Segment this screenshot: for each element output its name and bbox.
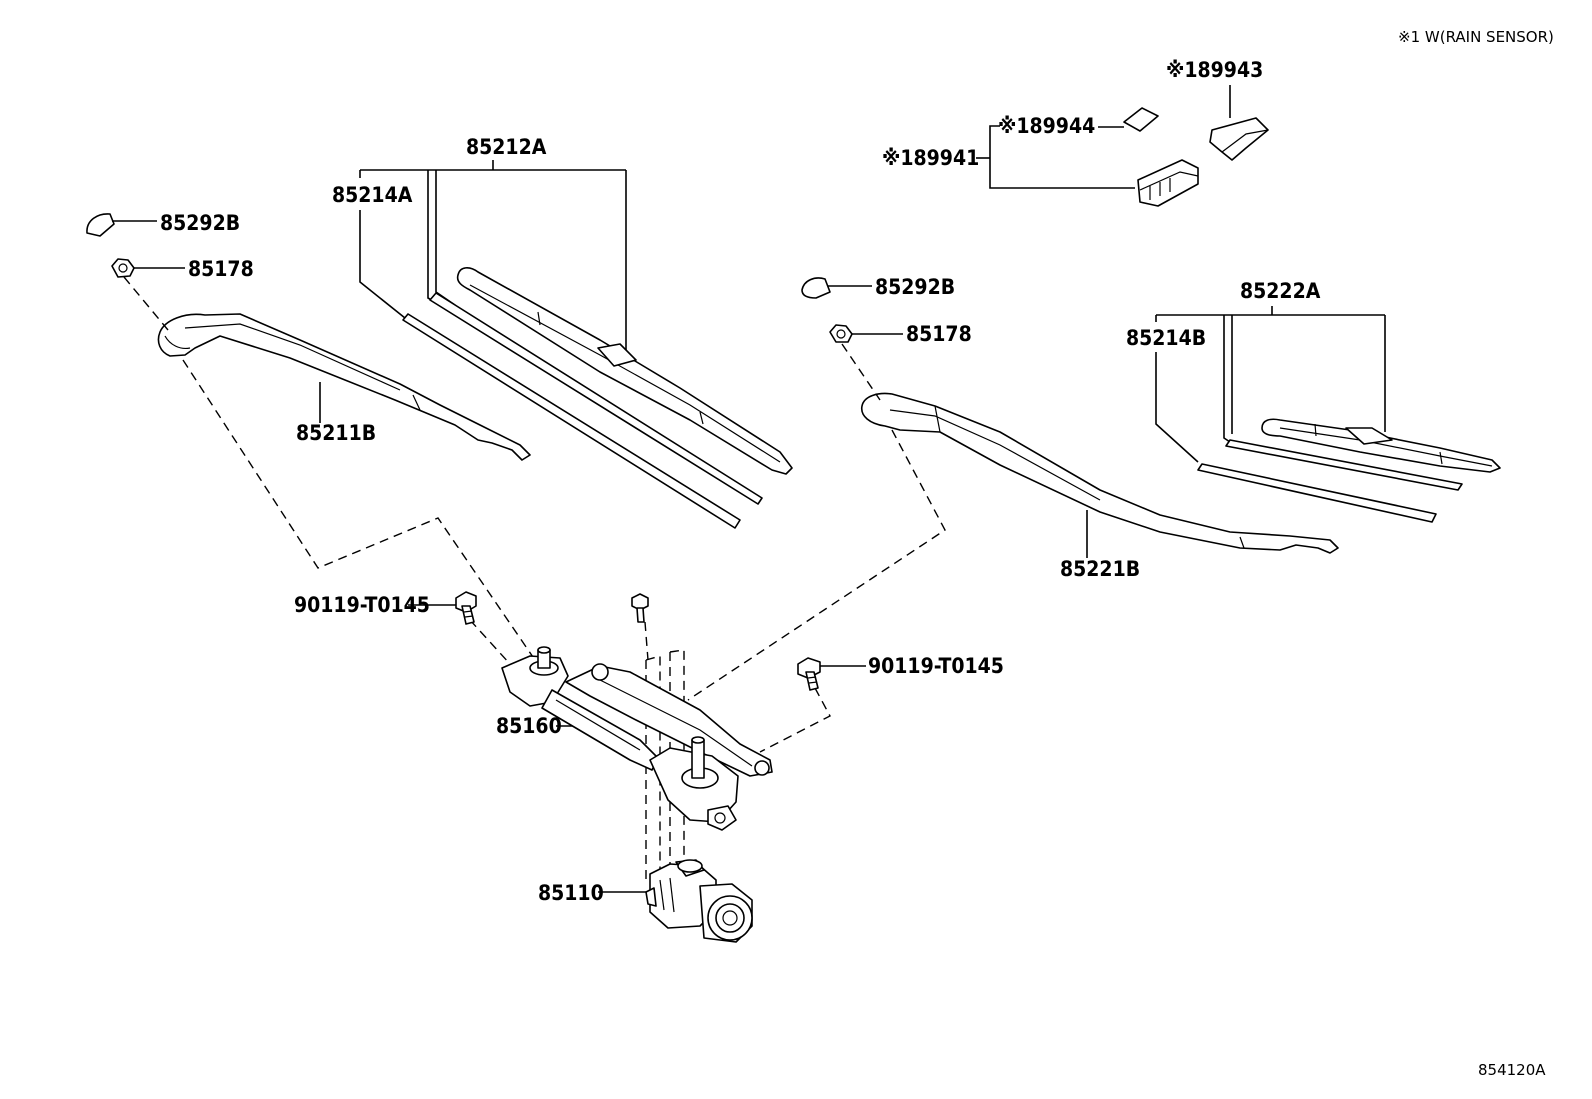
rain-sensor-group: ※189943 ※189944 ※189941 [882,58,1269,207]
right-wiper-blade [1261,418,1501,473]
left-cap-and-nut: 85292B 85178 [86,211,254,281]
wiper-motor: 85110 [538,859,753,943]
wiper-link-assembly: 85160 [496,646,773,831]
label-85178-right: 85178 [906,322,972,346]
label-85211B: 85211B [296,421,376,445]
figure-code: 854120A [1478,1061,1546,1079]
left-blade-rubber [402,313,741,529]
right-blade-frame [1225,439,1463,491]
label-85214A: 85214A [332,183,413,207]
label-89943: ※189943 [1166,58,1263,82]
label-85292B-right: 85292B [875,275,955,299]
left-wiper-arm: 85211B [157,313,531,461]
label-85160: 85160 [496,714,562,738]
rain-sensor-gel-pad [1123,107,1159,132]
label-89944: ※189944 [998,114,1095,138]
label-85178-left: 85178 [188,257,254,281]
right-wiper-arm: 85221B [860,392,1339,581]
right-blade-group: 85222A 85214B [1126,279,1501,523]
rain-sensor-unit [1137,159,1199,207]
right-pivot-nut [829,324,853,343]
label-85214B: 85214B [1126,326,1206,350]
right-blade-rubber [1197,463,1437,523]
right-cap-and-nut: 85292B 85178 [801,275,972,346]
left-blade-group: 85212A 85214A [332,135,793,529]
label-85221B: 85221B [1060,557,1140,581]
label-90119-T0145-left: 90119-T0145 [294,593,430,617]
label-85292B-left: 85292B [160,211,240,235]
rain-sensor-note: ※1 W(RAIN SENSOR) [1398,28,1554,46]
right-mounting-bolt: 90119-T0145 [797,654,1004,691]
assembly-guides [123,276,946,880]
top-mounting-bolt [631,593,649,623]
label-85222A: 85222A [1240,279,1321,303]
left-blade-frame [429,292,763,505]
left-wiper-blade [456,267,793,475]
label-85110: 85110 [538,881,604,905]
label-90119-T0145-right: 90119-T0145 [868,654,1004,678]
label-89941: ※189941 [882,146,979,170]
left-mounting-bolt: 90119-T0145 [294,591,477,625]
right-pivot-cap [801,277,831,299]
left-pivot-nut [111,258,135,278]
left-pivot-cap [86,213,115,237]
label-85212A: 85212A [466,135,547,159]
